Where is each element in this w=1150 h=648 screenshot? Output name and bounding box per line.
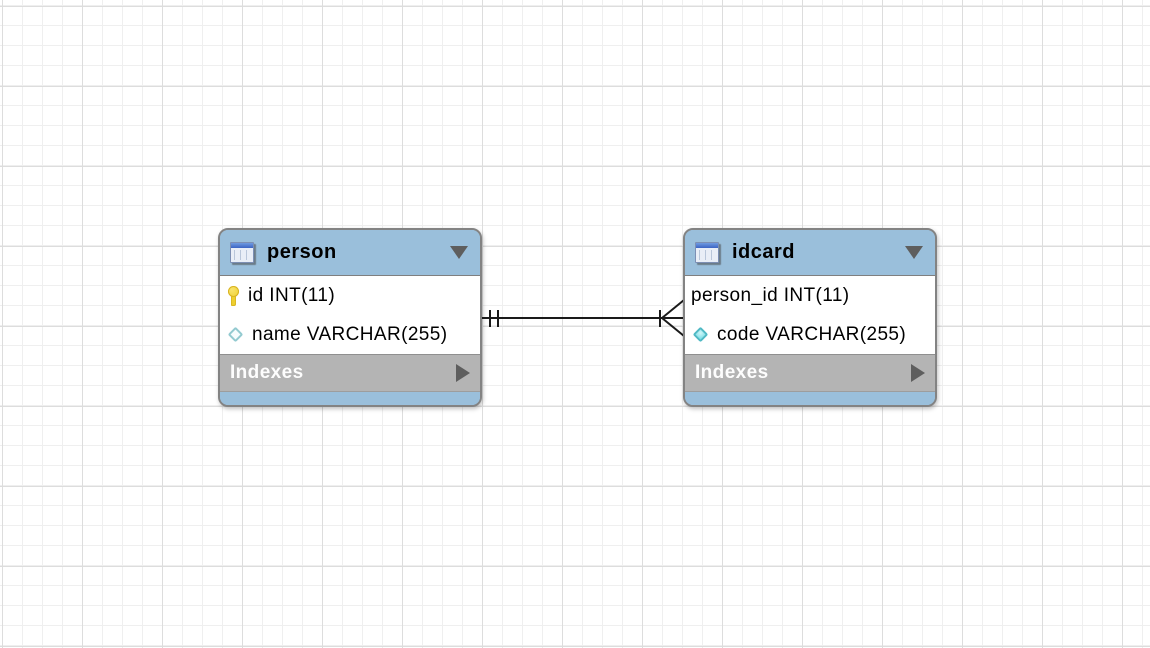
table-idcard-indexes-section[interactable]: Indexes — [685, 354, 935, 392]
indexes-label: Indexes — [695, 362, 769, 383]
table-idcard[interactable]: idcard person_id INT(11) code VARCHAR(25… — [683, 228, 937, 407]
table-title: idcard — [732, 241, 796, 263]
table-idcard-columns: person_id INT(11) code VARCHAR(255) — [685, 276, 935, 354]
column-label: name VARCHAR(255) — [252, 323, 448, 345]
table-person-columns: id INT(11) name VARCHAR(255) — [220, 276, 480, 354]
table-person-indexes-section[interactable]: Indexes — [220, 354, 480, 392]
table-icon — [695, 242, 719, 263]
table-person-footer — [220, 392, 480, 405]
primary-key-icon — [228, 285, 239, 306]
column-row-name[interactable]: name VARCHAR(255) — [220, 315, 480, 354]
table-person-header[interactable]: person — [220, 230, 480, 276]
column-label: person_id INT(11) — [691, 284, 850, 306]
crows-foot-upper — [661, 299, 685, 319]
diamond-filled-icon — [692, 326, 709, 343]
triangle-right-icon[interactable] — [911, 364, 925, 382]
table-title: person — [267, 241, 337, 263]
column-label: id INT(11) — [248, 284, 336, 306]
table-idcard-footer — [685, 392, 935, 405]
diamond-hollow-icon — [227, 326, 244, 343]
triangle-right-icon[interactable] — [456, 364, 470, 382]
column-row-id[interactable]: id INT(11) — [220, 276, 480, 315]
table-person[interactable]: person id INT(11) name VARCHAR(255) Inde… — [218, 228, 482, 407]
column-label: code VARCHAR(255) — [717, 323, 907, 345]
table-icon — [230, 242, 254, 263]
triangle-down-icon[interactable] — [450, 246, 468, 259]
crows-foot-lower — [661, 317, 685, 337]
triangle-down-icon[interactable] — [905, 246, 923, 259]
column-row-code[interactable]: code VARCHAR(255) — [685, 315, 935, 354]
table-idcard-header[interactable]: idcard — [685, 230, 935, 276]
indexes-label: Indexes — [230, 362, 304, 383]
column-row-person-id[interactable]: person_id INT(11) — [685, 276, 935, 315]
